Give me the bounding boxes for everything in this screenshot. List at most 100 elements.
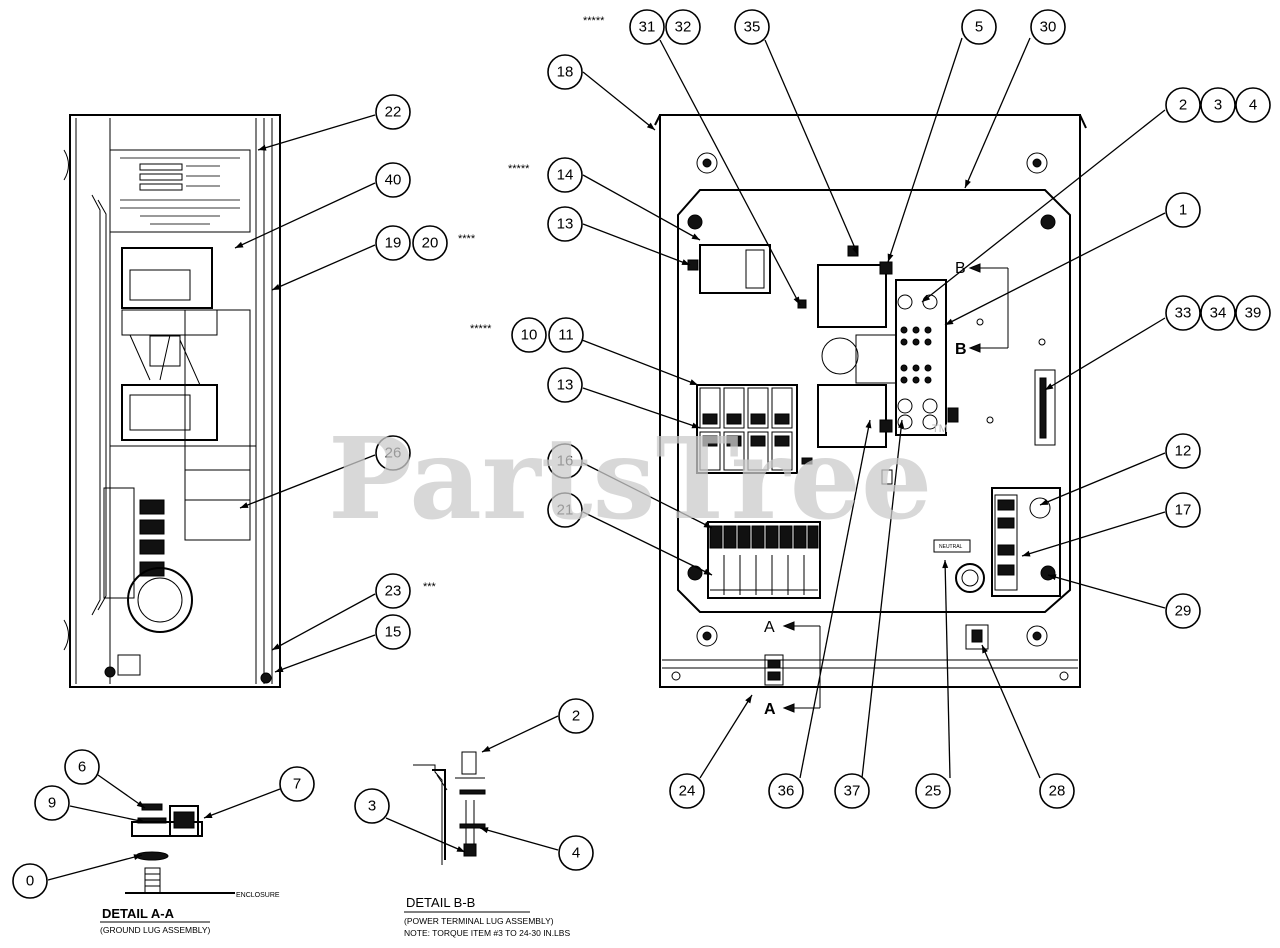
callout-c20[interactable]: 20	[412, 225, 448, 261]
callout-c7[interactable]: 7	[279, 766, 315, 802]
callout-c12[interactable]: 12	[1165, 433, 1201, 469]
callout-circle-c20	[412, 225, 448, 261]
callout-label-c11: 11	[558, 327, 574, 344]
leader-arrow-c39	[1045, 383, 1054, 390]
callout-label-c12: 12	[1175, 443, 1192, 460]
mounting-hole-br	[1026, 625, 1048, 647]
callout-c26[interactable]: 26	[375, 435, 411, 471]
callout-c22[interactable]: 22	[375, 94, 411, 130]
section-a-top: A	[764, 619, 775, 636]
callout-label-c36: 36	[778, 783, 795, 800]
callout-c6[interactable]: 6	[64, 749, 100, 785]
leader-line-c21	[582, 511, 713, 576]
leader-line-c4t	[921, 109, 1166, 303]
callout-c16[interactable]: 16	[547, 443, 583, 479]
neutral-bar	[955, 487, 1061, 597]
callout-c29[interactable]: 29	[1165, 593, 1201, 629]
callout-c11[interactable]: 11	[548, 317, 584, 353]
callout-c37[interactable]: 37	[834, 773, 870, 809]
callout-c24[interactable]: 24	[669, 773, 705, 809]
leader-arrow-c17	[1022, 550, 1031, 557]
front-view-enclosure: NEUTRAL	[654, 114, 1087, 688]
callout-c10[interactable]: 10	[511, 317, 547, 353]
callout-c0[interactable]: 0	[12, 863, 48, 899]
leader-line-c2b	[481, 715, 559, 753]
leader-line-c30	[964, 37, 1031, 189]
note-n20: ****	[458, 233, 476, 245]
section-b-bottom: B	[955, 341, 967, 358]
callout-c19[interactable]: 19	[375, 225, 411, 261]
watermark: PartsTree TM	[328, 414, 948, 545]
callout-c17[interactable]: 17	[1165, 492, 1201, 528]
leader-arrow-c37	[898, 420, 905, 429]
callout-c31[interactable]: 31	[629, 9, 665, 45]
callout-c1[interactable]: 1	[1165, 192, 1201, 228]
callout-circle-c10	[511, 317, 547, 353]
callout-c14[interactable]: 14	[547, 157, 583, 193]
callout-label-c4t: 4	[1249, 97, 1257, 114]
leader-arrow-c24	[745, 695, 752, 704]
leader-arrow-c18	[646, 122, 655, 130]
callout-c13a[interactable]: 13	[547, 206, 583, 242]
callout-c5[interactable]: 5	[961, 9, 997, 45]
leader-line-c1	[944, 212, 1166, 326]
leader-arrow-c12	[1040, 499, 1049, 505]
leader-arrow-c28	[982, 645, 988, 654]
lug-top	[897, 294, 938, 430]
callout-label-c31: 31	[639, 19, 656, 36]
callout-label-c33: 33	[1175, 305, 1192, 322]
callout-circle-c29	[1165, 593, 1201, 629]
leader-line-c13b	[582, 387, 701, 429]
callout-label-c5: 5	[975, 19, 983, 36]
leader-line-c40	[234, 182, 376, 249]
callout-circle-c34	[1200, 295, 1236, 331]
callout-label-c16: 16	[557, 453, 574, 470]
callout-label-c39: 39	[1245, 305, 1262, 322]
callout-c39[interactable]: 39	[1235, 295, 1271, 331]
callout-c25[interactable]: 25	[915, 773, 951, 809]
callout-circle-c7	[279, 766, 315, 802]
callout-c33[interactable]: 33	[1165, 295, 1201, 331]
leader-line-c18	[582, 71, 656, 131]
callout-c9[interactable]: 9	[34, 785, 70, 821]
leader-arrow-c13a	[681, 259, 690, 265]
callout-circle-c4t	[1235, 87, 1271, 123]
callout-c2t[interactable]: 2	[1165, 87, 1201, 123]
callout-circle-c14	[547, 157, 583, 193]
callout-c3b[interactable]: 3	[354, 788, 390, 824]
callout-label-c18: 18	[557, 64, 574, 81]
callout-label-c23: 23	[385, 583, 402, 600]
callout-circle-c30	[1030, 9, 1066, 45]
leader-arrow-c9	[136, 817, 145, 824]
callout-c4b[interactable]: 4	[558, 835, 594, 871]
callout-c4t[interactable]: 4	[1235, 87, 1271, 123]
section-marker-a: A A	[764, 619, 821, 718]
callout-circle-c1	[1165, 192, 1201, 228]
callout-circle-c39	[1235, 295, 1271, 331]
callout-circle-c23	[375, 573, 411, 609]
callout-c30[interactable]: 30	[1030, 9, 1066, 45]
detail-a-title: DETAIL A-A	[102, 906, 175, 921]
leader-arrow-c5	[887, 253, 894, 262]
callout-c21[interactable]: 21	[547, 492, 583, 528]
callout-c15[interactable]: 15	[375, 614, 411, 650]
callout-c28[interactable]: 28	[1039, 773, 1075, 809]
leader-arrow-c3b	[456, 846, 465, 852]
callout-circle-c13a	[547, 206, 583, 242]
callout-c40[interactable]: 40	[375, 162, 411, 198]
callout-circle-c17	[1165, 492, 1201, 528]
callout-c13b[interactable]: 13	[547, 367, 583, 403]
callout-c32[interactable]: 32	[665, 9, 701, 45]
leader-arrow-c7	[204, 812, 213, 818]
callout-c23[interactable]: 23	[375, 573, 411, 609]
callout-c3t[interactable]: 3	[1200, 87, 1236, 123]
callout-c35[interactable]: 35	[734, 9, 770, 45]
callout-c18[interactable]: 18	[547, 54, 583, 90]
callout-c2b[interactable]: 2	[558, 698, 594, 734]
callout-c34[interactable]: 34	[1200, 295, 1236, 331]
leader-arrow-c35	[852, 246, 858, 255]
leader-arrow-c31	[793, 296, 800, 305]
leader-arrow-c2b	[482, 745, 491, 752]
callout-label-c26: 26	[385, 445, 402, 462]
callout-c36[interactable]: 36	[768, 773, 804, 809]
